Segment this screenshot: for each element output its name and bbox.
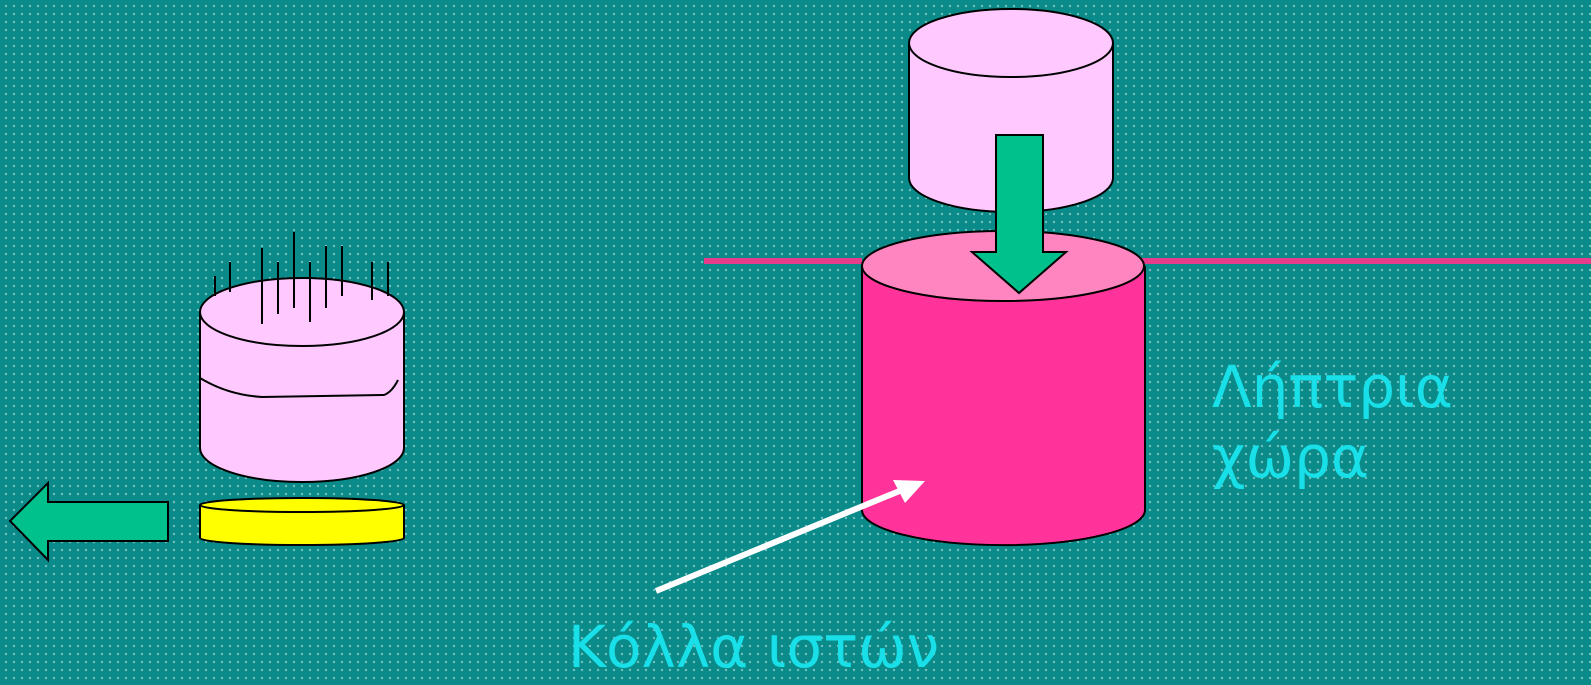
yellow-disc-top — [200, 498, 404, 512]
arrow-left-icon — [10, 483, 168, 560]
recipient-site-label-line1: Λήπτρια — [1212, 352, 1453, 422]
tissue-glue-label: Κόλλα ιστών — [568, 618, 939, 676]
donor-graft — [200, 232, 404, 482]
glue-pointer-shaft — [656, 490, 902, 591]
recipient-site-label-line2: χώρα — [1212, 422, 1453, 492]
yellow-disc — [200, 498, 404, 545]
top-graft-top — [909, 9, 1113, 77]
recipient-cylinder-body — [862, 266, 1145, 545]
recipient-site-label: Λήπτρια χώρα — [1212, 352, 1453, 492]
arrow-up-right-icon — [656, 480, 925, 591]
